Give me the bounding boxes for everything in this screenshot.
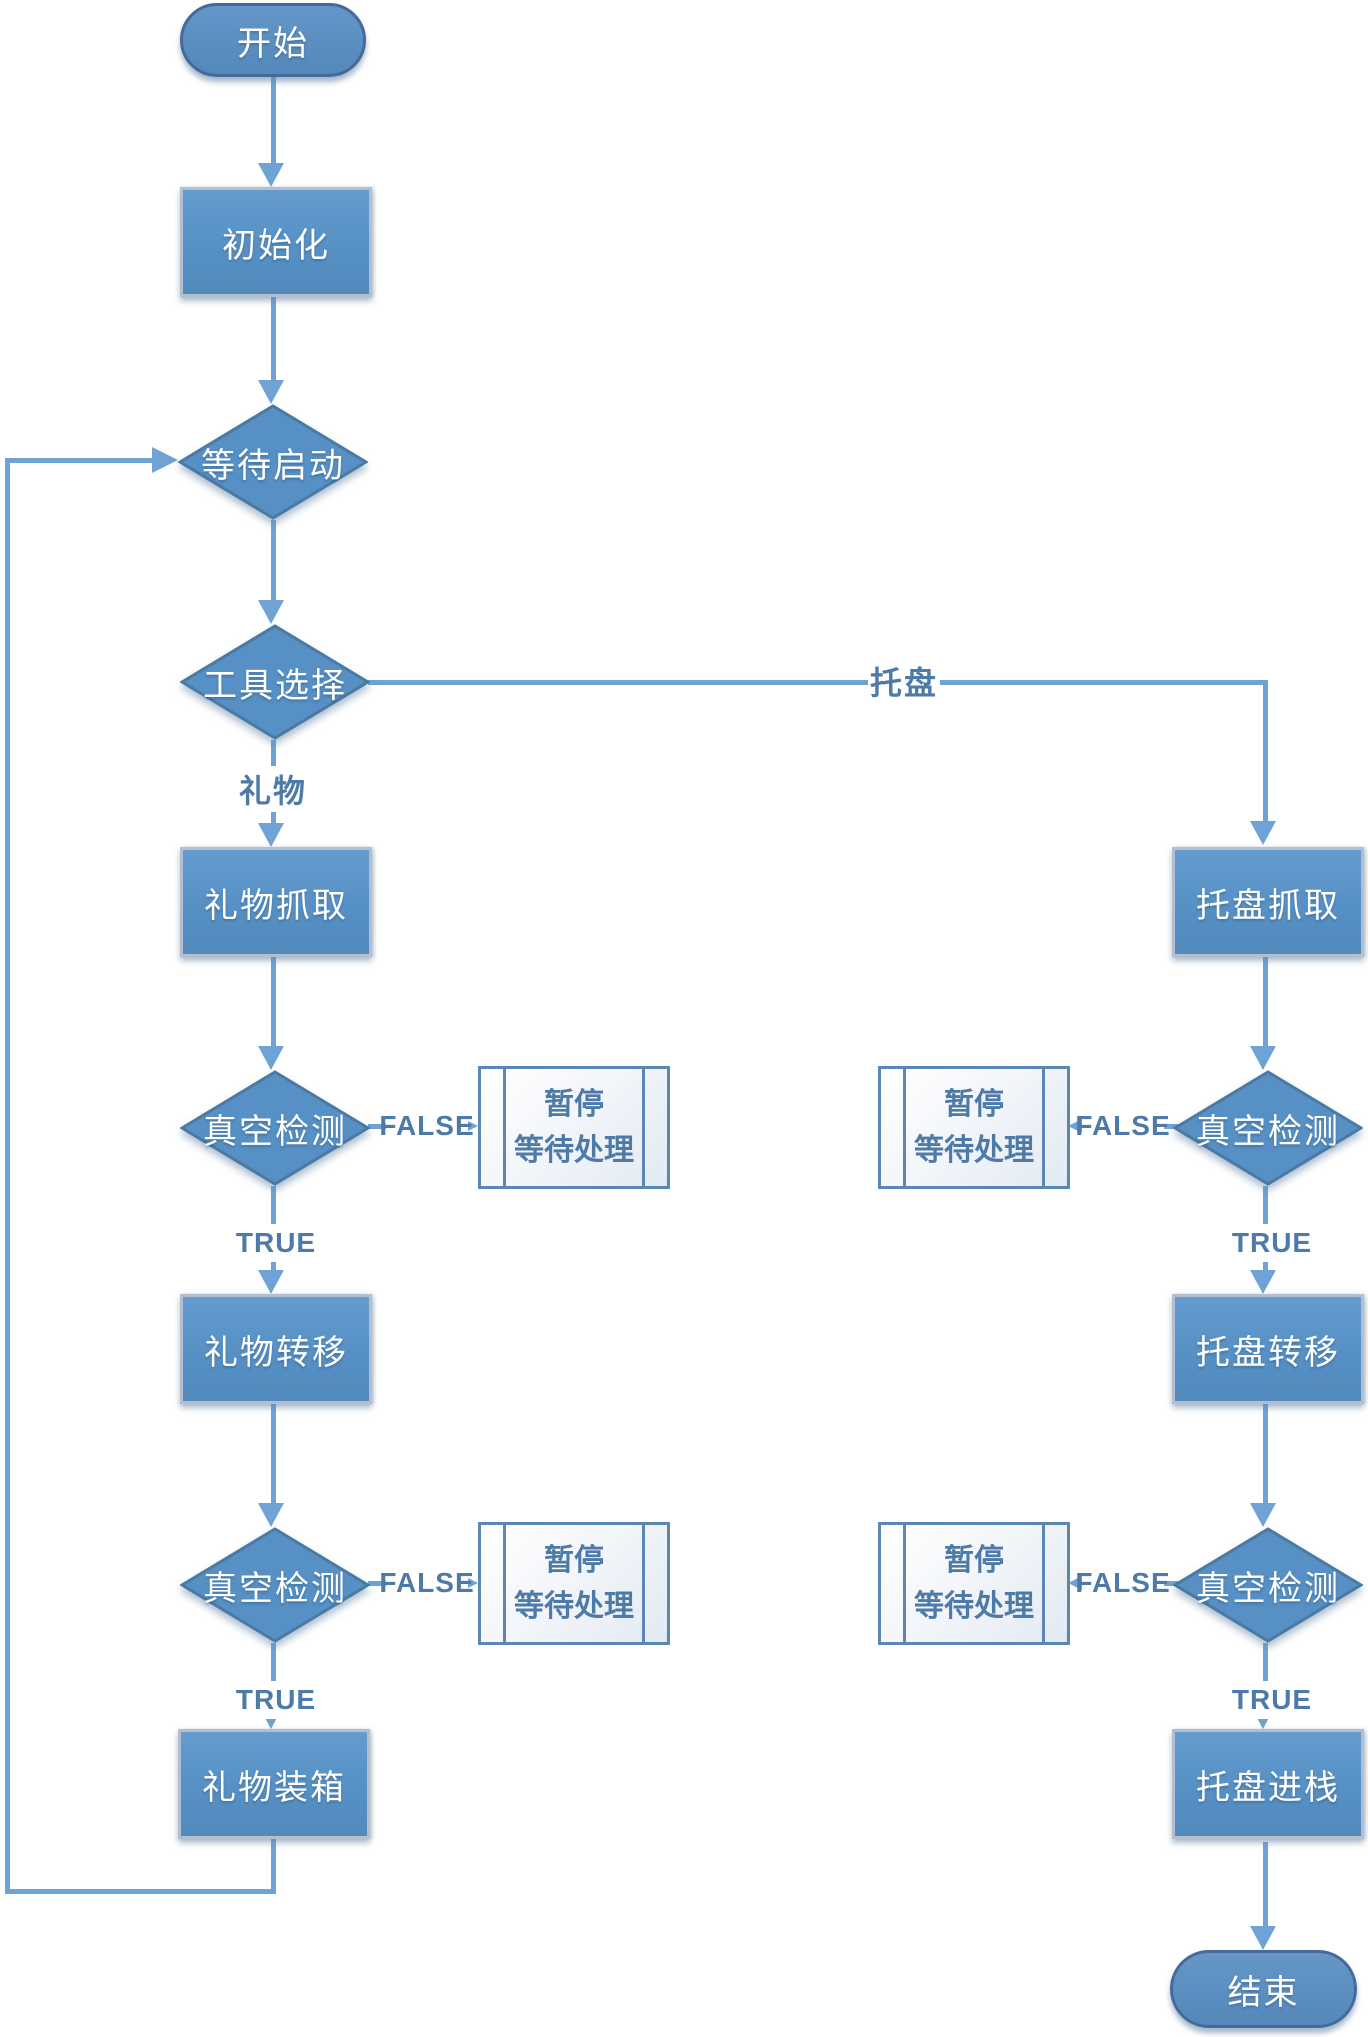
node-label: 礼物转移 — [204, 1333, 348, 1372]
edge-label-tray: 托盘 — [868, 658, 940, 704]
connector-gift-transfer-vacuum — [271, 1404, 276, 1505]
pause-line-1: 暂停 — [944, 1087, 1004, 1121]
node-label: 礼物抓取 — [204, 886, 348, 925]
pause-text: 暂停 等待处理 — [909, 1525, 1039, 1642]
arrow-down-icon — [258, 823, 284, 847]
node-vacuum-check-gift-2: 真空检测 — [180, 1527, 370, 1643]
node-label: 工具选择 — [203, 666, 347, 705]
connector-init-wait — [271, 297, 276, 382]
edge-label-false-tray-1: FALSE — [1075, 1106, 1170, 1146]
node-tool-select: 工具选择 — [180, 624, 370, 740]
node-vacuum-check-tray-2: 真空检测 — [1173, 1527, 1363, 1643]
node-pause-tray-1: 暂停 等待处理 — [878, 1066, 1070, 1189]
pause-line-1: 暂停 — [944, 1543, 1004, 1577]
arrow-down-icon — [258, 1503, 284, 1527]
connector-tray-transfer-vacuum — [1263, 1404, 1268, 1505]
edge-label-false-tray-2: FALSE — [1075, 1563, 1170, 1603]
node-label: 等待启动 — [201, 446, 345, 485]
node-vacuum-check-tray-1: 真空检测 — [1173, 1070, 1363, 1186]
node-label: 礼物装箱 — [202, 1768, 346, 1807]
arrow-down-icon — [1250, 1926, 1276, 1950]
connector-tray-stack-end — [1263, 1842, 1268, 1926]
connector-vacuum-true-gift-2 — [271, 1643, 276, 1707]
diamond-shape — [180, 1070, 370, 1186]
connector-tool-tray-horizontal — [368, 680, 1266, 685]
pause-line-1: 暂停 — [544, 1087, 604, 1121]
pause-line-2: 等待处理 — [914, 1133, 1034, 1167]
node-label: 真空检测 — [1196, 1569, 1340, 1608]
pause-text: 暂停 等待处理 — [509, 1069, 639, 1186]
pause-line-2: 等待处理 — [514, 1133, 634, 1167]
node-label: 托盘进栈 — [1196, 1768, 1340, 1807]
arrow-down-icon — [1250, 1270, 1276, 1294]
node-end: 结束 — [1170, 1950, 1357, 2028]
connector-loop-down — [271, 1839, 276, 1894]
node-vacuum-check-gift-1: 真空检测 — [180, 1070, 370, 1186]
connector-wait-tool — [271, 520, 276, 602]
diamond-shape — [180, 1527, 370, 1643]
connector-gift-grab-vacuum — [271, 957, 276, 1046]
pause-line-2: 等待处理 — [914, 1589, 1034, 1623]
arrow-down-icon — [258, 380, 284, 404]
arrow-down-icon — [258, 600, 284, 624]
pause-text: 暂停 等待处理 — [909, 1069, 1039, 1186]
pause-line-2: 等待处理 — [514, 1589, 634, 1623]
node-label: 开始 — [237, 24, 309, 63]
edge-label-true-tray-2: TRUE — [1232, 1681, 1311, 1719]
arrow-down-icon — [258, 1270, 284, 1294]
edge-label-true-tray-1: TRUE — [1232, 1224, 1311, 1262]
node-label: 结束 — [1227, 1973, 1300, 2012]
node-label: 真空检测 — [203, 1569, 347, 1608]
edge-label-true-gift-2: TRUE — [236, 1681, 315, 1719]
node-pause-gift-1: 暂停 等待处理 — [478, 1066, 670, 1189]
connector-loop-bottom — [5, 1889, 274, 1894]
edge-label-false-gift-1: FALSE — [379, 1106, 474, 1146]
diamond-shape — [180, 624, 370, 740]
edge-label-false-gift-2: FALSE — [379, 1563, 474, 1603]
diamond-shape — [178, 404, 368, 520]
edge-label-gift: 礼物 — [239, 766, 306, 812]
node-gift-transfer: 礼物转移 — [180, 1294, 372, 1404]
node-tray-stack: 托盘进栈 — [1172, 1729, 1364, 1839]
pause-line-1: 暂停 — [544, 1543, 604, 1577]
node-init: 初始化 — [180, 187, 372, 297]
node-start: 开始 — [180, 3, 366, 77]
node-label: 初始化 — [222, 226, 330, 265]
connector-loop-left — [5, 460, 10, 1894]
node-wait-start: 等待启动 — [178, 404, 368, 520]
node-pause-tray-2: 暂停 等待处理 — [878, 1522, 1070, 1645]
connector-loop-top — [5, 458, 152, 463]
edge-label-true-gift-1: TRUE — [236, 1224, 315, 1262]
arrow-down-icon — [1250, 821, 1276, 845]
arrow-down-icon — [258, 1046, 284, 1070]
pause-text: 暂停 等待处理 — [509, 1525, 639, 1642]
arrow-down-icon — [1250, 1503, 1276, 1527]
arrow-right-icon — [152, 447, 178, 473]
node-gift-grab: 礼物抓取 — [180, 847, 372, 957]
node-label: 真空检测 — [203, 1112, 347, 1151]
node-tray-transfer: 托盘转移 — [1172, 1294, 1364, 1404]
diamond-shape — [1173, 1070, 1363, 1186]
connector-start-init — [271, 77, 276, 165]
diamond-shape — [1173, 1527, 1363, 1643]
node-label: 托盘抓取 — [1196, 886, 1340, 925]
connector-tray-grab-vacuum — [1263, 957, 1268, 1046]
node-label: 托盘转移 — [1196, 1333, 1340, 1372]
connector-tray-down — [1263, 680, 1268, 823]
arrow-down-icon — [1250, 1046, 1276, 1070]
node-pause-gift-2: 暂停 等待处理 — [478, 1522, 670, 1645]
node-gift-pack: 礼物装箱 — [178, 1729, 370, 1839]
node-tray-grab: 托盘抓取 — [1172, 847, 1364, 957]
connector-vacuum-true-tray-2 — [1263, 1643, 1268, 1707]
node-label: 真空检测 — [1196, 1112, 1340, 1151]
arrow-down-icon — [258, 163, 284, 187]
